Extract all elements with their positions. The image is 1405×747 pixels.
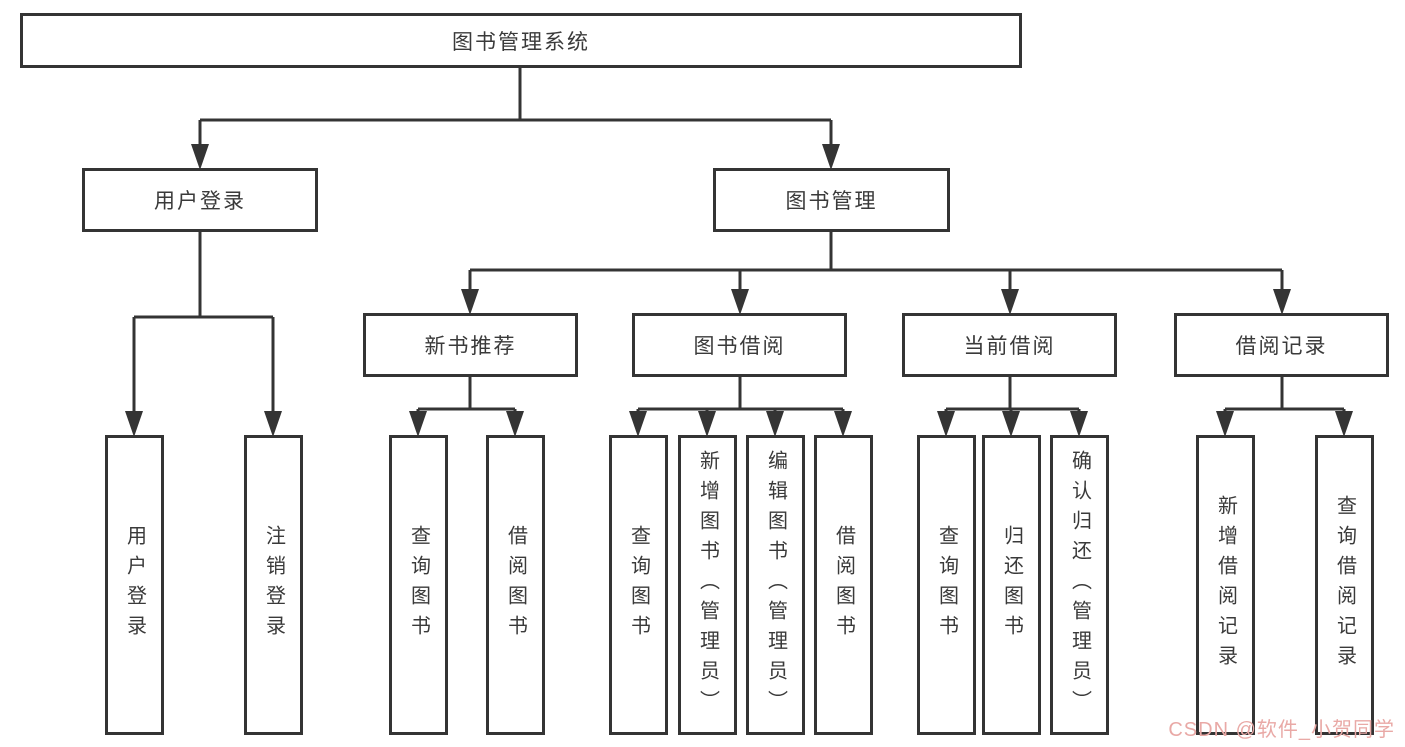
leaf-records-query-label: 查询借阅记录 <box>1333 495 1356 675</box>
arrowhead <box>409 411 427 437</box>
leaf-current-return: 归还图书 <box>982 435 1041 735</box>
arrowhead <box>191 144 209 170</box>
connector-bookmgmt-to-level3 <box>468 232 1284 291</box>
node-borrow-records: 借阅记录 <box>1174 313 1389 377</box>
arrowhead <box>822 144 840 170</box>
arrowhead <box>1002 411 1020 437</box>
leaf-borrow-add-admin-label: 新增图书（管理员） <box>696 450 719 720</box>
arrowhead <box>834 411 852 437</box>
node-book-borrow: 图书借阅 <box>632 313 847 377</box>
leaf-records-add: 新增借阅记录 <box>1196 435 1255 735</box>
leaf-borrow-add-admin: 新增图书（管理员） <box>678 435 737 735</box>
arrowhead <box>1070 411 1088 437</box>
leaf-newbooks-query-label: 查询图书 <box>407 525 430 645</box>
leaf-current-query: 查询图书 <box>917 435 976 735</box>
arrowhead <box>629 411 647 437</box>
arrowhead <box>1273 289 1291 315</box>
node-user-login: 用户登录 <box>82 168 318 232</box>
arrowhead <box>698 411 716 437</box>
leaf-newbooks-borrow: 借阅图书 <box>486 435 545 735</box>
node-borrow-records-label: 借阅记录 <box>1235 335 1328 358</box>
leaf-records-query: 查询借阅记录 <box>1315 435 1374 735</box>
leaf-logout: 注销登录 <box>244 435 303 735</box>
leaf-borrow-query-label: 查询图书 <box>627 525 650 645</box>
leaf-user-login-label: 用户登录 <box>123 525 146 645</box>
arrowhead <box>766 411 784 437</box>
node-root: 图书管理系统 <box>20 13 1022 68</box>
arrowhead <box>937 411 955 437</box>
leaf-borrow-edit-admin: 编辑图书（管理员） <box>746 435 805 735</box>
leaf-newbooks-borrow-label: 借阅图书 <box>504 525 527 645</box>
node-current-borrow-label: 当前借阅 <box>963 335 1056 358</box>
arrowhead <box>731 289 749 315</box>
leaf-newbooks-query: 查询图书 <box>389 435 448 735</box>
node-current-borrow: 当前借阅 <box>902 313 1117 377</box>
connector-records-to-leaves <box>1223 377 1346 413</box>
arrowhead <box>264 411 282 437</box>
leaf-user-login: 用户登录 <box>105 435 164 735</box>
leaf-borrow-borrow-label: 借阅图书 <box>832 525 855 645</box>
leaf-borrow-borrow: 借阅图书 <box>814 435 873 735</box>
node-book-borrow-label: 图书借阅 <box>693 335 786 358</box>
connector-borrow-to-leaves <box>636 377 845 413</box>
leaf-borrow-edit-admin-label: 编辑图书（管理员） <box>764 450 787 720</box>
node-new-book-recommend: 新书推荐 <box>363 313 578 377</box>
leaf-borrow-query: 查询图书 <box>609 435 668 735</box>
arrowhead <box>125 411 143 437</box>
connector-userlogin-to-leaves <box>132 232 275 413</box>
node-new-book-recommend-label: 新书推荐 <box>424 335 517 358</box>
node-root-label: 图书管理系统 <box>452 30 590 54</box>
leaf-current-query-label: 查询图书 <box>935 525 958 645</box>
arrowhead <box>1216 411 1234 437</box>
connector-newbooks-to-leaves <box>416 377 517 413</box>
node-book-management: 图书管理 <box>713 168 950 232</box>
leaf-current-confirm-admin: 确认归还（管理员） <box>1050 435 1109 735</box>
leaf-logout-label: 注销登录 <box>262 525 285 645</box>
connector-root-to-level2 <box>198 68 833 146</box>
arrowhead <box>1335 411 1353 437</box>
leaf-current-confirm-admin-label: 确认归还（管理员） <box>1068 450 1091 720</box>
arrowhead <box>461 289 479 315</box>
arrowhead <box>1001 289 1019 315</box>
csdn-watermark: CSDN @软件_小贺同学 <box>1168 719 1395 741</box>
connector-current-to-leaves <box>944 377 1081 413</box>
node-book-management-label: 图书管理 <box>785 190 878 213</box>
leaf-current-return-label: 归还图书 <box>1000 525 1023 645</box>
arrowhead <box>506 411 524 437</box>
leaf-records-add-label: 新增借阅记录 <box>1214 495 1237 675</box>
node-user-login-label: 用户登录 <box>154 190 246 213</box>
